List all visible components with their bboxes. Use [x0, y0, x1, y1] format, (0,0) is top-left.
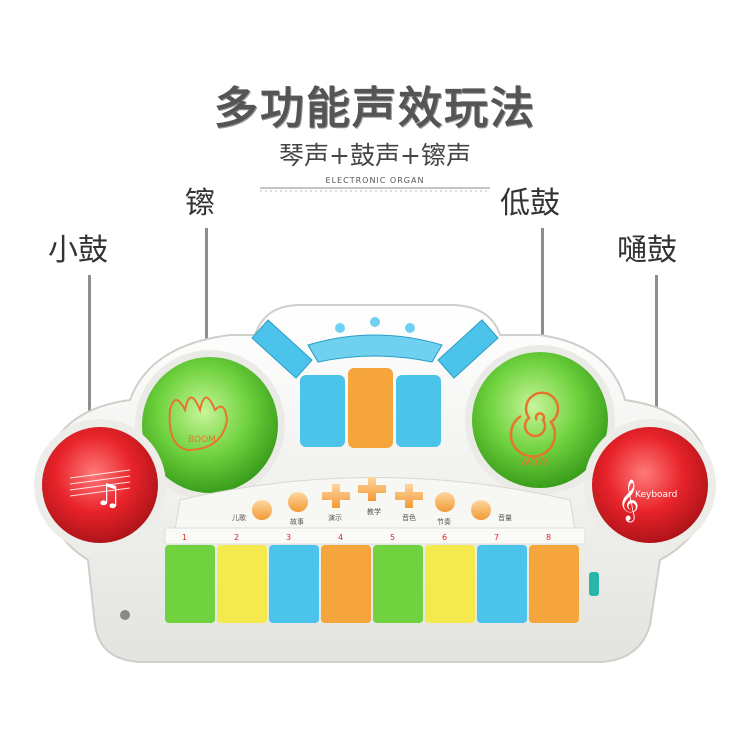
callout-tom: 嗵鼓 [617, 233, 677, 268]
piano-key-5 [373, 545, 423, 623]
drum-text-keyboard: Keyboard [635, 490, 677, 500]
piano-keys [165, 545, 579, 623]
drum-text-boom: BOOM [188, 435, 216, 445]
leader-cymbal [205, 228, 208, 388]
piano-key-7 [477, 545, 527, 623]
page-subtitle: 琴声+鼓声+镲声 [279, 141, 471, 170]
btn-label-7: 音量 [498, 513, 512, 522]
key-number-strip: 1 2 3 4 5 6 7 8 [182, 533, 551, 542]
btn-label-6: 节奏 [437, 517, 451, 526]
upper-keys [300, 368, 441, 448]
cymbal-pad: BOOM [135, 350, 285, 500]
piano-key-1 [165, 545, 215, 623]
crown-icon [307, 334, 443, 363]
leader-tom [655, 275, 658, 450]
leader-low-drum [541, 228, 544, 403]
callout-cymbal: 镲 [185, 186, 215, 221]
btn-label-3: 演示 [328, 513, 342, 522]
piano-key-6 [425, 545, 475, 623]
drum-text-wow: WOW! [520, 457, 552, 468]
page-title: 多功能声效玩法 [214, 83, 536, 134]
key-number-3: 3 [286, 533, 291, 542]
piano-key-8 [529, 545, 579, 623]
piano-key-4 [321, 545, 371, 623]
spiral-icon [509, 391, 560, 458]
function-buttons [252, 477, 491, 520]
tom-pad: 𝄞 Keyboard [584, 419, 716, 551]
piano-key-3 [269, 545, 319, 623]
brand-text: ELECTRONIC ORGAN [325, 176, 425, 185]
piano-key-2 [217, 545, 267, 623]
low-drum-pad: WOW! [465, 345, 615, 495]
treble-clef-icon: 𝄞 [618, 479, 639, 522]
key-number-8: 8 [546, 533, 551, 542]
key-number-7: 7 [494, 533, 499, 542]
key-number-5: 5 [390, 533, 395, 542]
key-number-2: 2 [234, 533, 239, 542]
snare-pad: ♫ [34, 419, 166, 551]
key-number-4: 4 [338, 533, 343, 542]
btn-label-2: 故事 [290, 517, 304, 526]
btn-label-5: 音色 [402, 513, 416, 522]
music-note-icon: ♫ [95, 478, 122, 513]
btn-label-1: 儿歌 [232, 513, 246, 522]
btn-label-4: 教学 [367, 507, 381, 516]
key-number-6: 6 [442, 533, 447, 542]
callout-low-drum: 低鼓 [500, 186, 560, 221]
leader-snare [88, 275, 91, 520]
key-number-1: 1 [182, 533, 187, 542]
speaker-hole [120, 610, 130, 620]
power-switch [589, 572, 599, 596]
callout-snare: 小鼓 [48, 233, 108, 268]
